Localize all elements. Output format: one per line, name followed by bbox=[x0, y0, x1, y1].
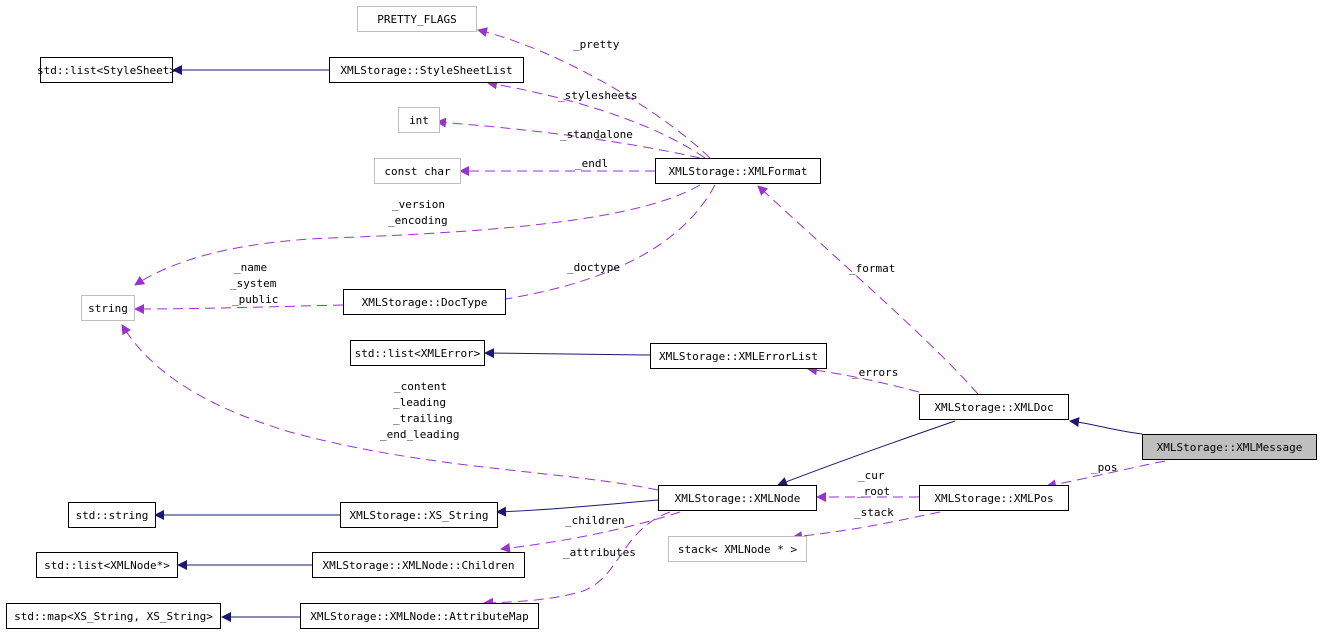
label-end-leading: _end_leading bbox=[380, 428, 460, 441]
label-trailing: _trailing bbox=[393, 412, 453, 425]
edge-stack bbox=[792, 511, 941, 542]
node-map-xs-string[interactable]: std::map<XS_String, XS_String> bbox=[6, 603, 221, 629]
node-attribute-map[interactable]: XMLStorage::XMLNode::AttributeMap bbox=[300, 603, 539, 629]
label-pretty: _pretty bbox=[573, 38, 620, 51]
edge-version-encoding bbox=[134, 184, 701, 286]
label-doctype: _doctype bbox=[567, 261, 620, 274]
label-root: _root bbox=[857, 485, 891, 498]
edge-attributes bbox=[483, 511, 671, 608]
node-children[interactable]: XMLStorage::XMLNode::Children bbox=[312, 552, 525, 578]
node-xml-pos[interactable]: XMLStorage::XMLPos bbox=[919, 485, 1069, 511]
edge-node-to-xsstring bbox=[496, 499, 659, 517]
node-doc-type[interactable]: XMLStorage::DocType bbox=[343, 289, 506, 315]
node-xml-message[interactable]: XMLStorage::XMLMessage bbox=[1142, 434, 1317, 460]
node-xml-error-list[interactable]: XMLStorage::XMLErrorList bbox=[650, 343, 827, 369]
edge-doctype bbox=[492, 184, 716, 305]
node-xml-doc[interactable]: XMLStorage::XMLDoc bbox=[919, 394, 1069, 420]
label-version: _version bbox=[392, 198, 445, 211]
edge-pretty bbox=[477, 27, 711, 159]
node-xs-string[interactable]: XMLStorage::XS_String bbox=[340, 502, 498, 528]
edge-errors bbox=[807, 365, 920, 393]
node-int[interactable]: int bbox=[398, 107, 440, 133]
label-standalone: _standalone bbox=[560, 128, 633, 141]
node-list-xml-error[interactable]: std::list<XMLError> bbox=[350, 340, 485, 366]
label-errors: _errors bbox=[852, 366, 899, 379]
label-name: _name bbox=[234, 261, 268, 274]
edge-stylesheets bbox=[487, 79, 706, 159]
label-stylesheets: _stylesheets bbox=[558, 89, 638, 102]
node-xml-node[interactable]: XMLStorage::XMLNode bbox=[658, 485, 817, 511]
edge-errorlist-to-list bbox=[484, 348, 651, 359]
label-attributes: _attributes bbox=[563, 546, 636, 559]
node-xml-format[interactable]: XMLStorage::XMLFormat bbox=[655, 158, 821, 184]
edge-content bbox=[121, 324, 659, 491]
label-encoding: _encoding bbox=[388, 214, 448, 227]
label-system: _system bbox=[230, 277, 277, 290]
label-cur: _cur bbox=[858, 469, 885, 482]
label-public: _public bbox=[232, 293, 279, 306]
node-list-stylesheet[interactable]: std::list<StyleSheet> bbox=[37, 57, 176, 83]
node-pretty-flags[interactable]: PRETTY_FLAGS bbox=[357, 6, 477, 32]
label-pos: _pos bbox=[1091, 461, 1118, 474]
edge-message-to-doc bbox=[1069, 417, 1143, 435]
label-children: _children bbox=[565, 514, 625, 527]
label-endl: _endl bbox=[575, 157, 609, 170]
node-stack-xml-node[interactable]: stack< XMLNode * > bbox=[668, 536, 807, 562]
edge-standalone bbox=[436, 117, 701, 159]
edge-name-system-public bbox=[134, 303, 344, 314]
node-std-string[interactable]: std::string bbox=[68, 502, 156, 528]
label-stack: _stack bbox=[854, 506, 894, 519]
label-content: _content bbox=[394, 380, 447, 393]
node-stylesheet-list[interactable]: XMLStorage::StyleSheetList bbox=[329, 57, 524, 83]
label-leading: _leading bbox=[393, 396, 446, 409]
edge-doc-to-node bbox=[777, 420, 956, 487]
node-const-char[interactable]: const char bbox=[374, 158, 461, 184]
label-format: _format bbox=[849, 262, 896, 275]
node-list-xml-node[interactable]: std::list<XMLNode*> bbox=[36, 552, 178, 578]
node-string[interactable]: string bbox=[81, 295, 135, 321]
